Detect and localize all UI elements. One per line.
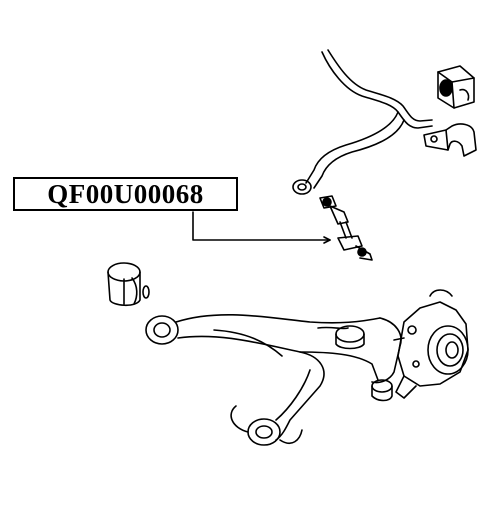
part-number-label: QF00U00068 [13, 177, 238, 211]
leader-arrow [192, 211, 331, 244]
stabilizer-bar [292, 49, 433, 195]
stabilizer-bushing [437, 65, 475, 109]
stabilizer-link [319, 195, 373, 261]
control-arm-bushing [107, 262, 150, 307]
wheel-hub-knuckle [393, 289, 469, 399]
stabilizer-bracket [423, 123, 477, 157]
lower-control-arm [145, 314, 402, 446]
